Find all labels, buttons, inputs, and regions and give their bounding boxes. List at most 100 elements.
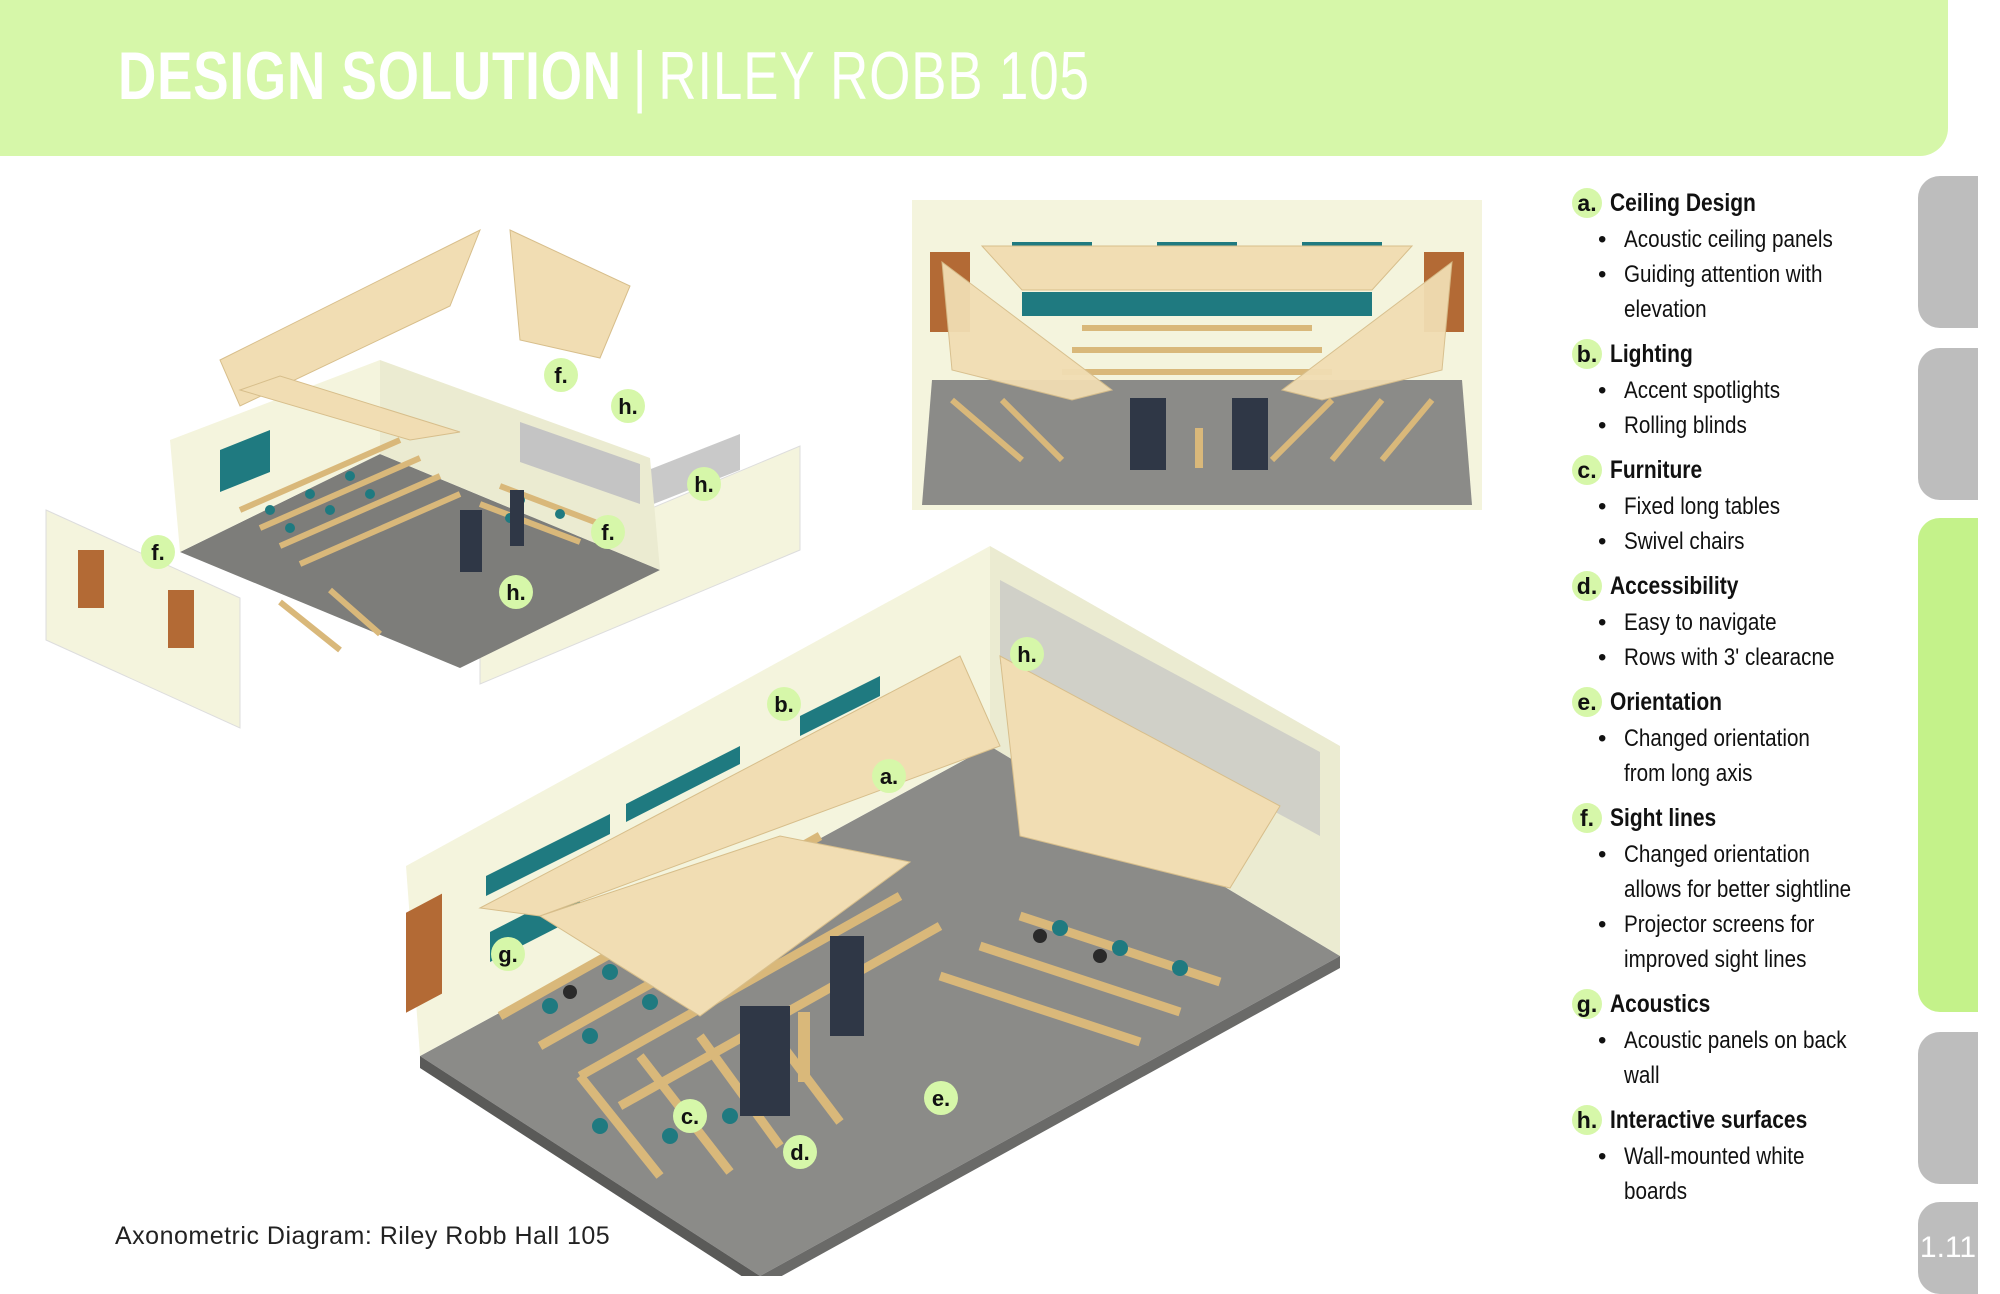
door	[406, 893, 442, 1013]
section-tab-active[interactable]	[1918, 518, 1978, 1012]
door	[78, 550, 104, 608]
legend-letter: b.	[1572, 339, 1602, 369]
legend-item: Rows with 3' clearacne	[1572, 640, 1912, 675]
legend-item: Easy to navigate	[1572, 605, 1912, 640]
legend-item: improved sight lines	[1624, 946, 1807, 973]
acoustic-panel	[220, 430, 270, 492]
projector-screen	[460, 510, 482, 572]
legend-item: Acoustic ceiling panels	[1572, 222, 1912, 257]
legend-title: Furniture	[1610, 455, 1703, 484]
section-tab-2[interactable]	[1918, 348, 1978, 500]
seating-rows	[950, 325, 1435, 463]
legend-letter: a.	[1572, 188, 1602, 218]
legend-title: Interactive surfaces	[1610, 1105, 1808, 1134]
legend-item: elevation	[1624, 296, 1707, 323]
page-number: 1.11	[1919, 1231, 1977, 1264]
diagram-label: d.	[790, 1140, 810, 1165]
legend-item: Rolling blinds	[1572, 408, 1912, 443]
projector-screen	[510, 490, 524, 546]
diagram-label: f.	[151, 540, 164, 565]
legend-item: Changed orientation	[1572, 721, 1912, 756]
legend-letter: g.	[1572, 989, 1602, 1019]
legend-item: wall	[1624, 1062, 1660, 1089]
page-number-tab: 1.11	[1918, 1202, 1978, 1294]
legend-item: Guiding attention with	[1572, 257, 1912, 292]
floor-edge	[420, 1056, 760, 1276]
legend-section-interactive-surfaces: h. Interactive surfaces Wall-mounted whit…	[1572, 1103, 1912, 1209]
legend-section-ceiling-design: a. Ceiling Design Acoustic ceiling panels…	[1572, 186, 1912, 327]
floor	[420, 746, 1340, 1276]
projector-screen	[1130, 398, 1166, 470]
legend-item: Swivel chairs	[1572, 524, 1912, 559]
diagram-label: g.	[498, 942, 518, 967]
header-band: DESIGN SOLUTION | RILEY ROBB 105	[0, 0, 1948, 156]
diagram-caption: Axonometric Diagram: Riley Robb Hall 105	[115, 1222, 611, 1250]
door	[168, 590, 194, 648]
legend-section-furniture: c. Furniture Fixed long tables Swivel cha…	[1572, 453, 1912, 559]
diagram-label: f.	[554, 363, 567, 388]
legend-section-acoustics: g. Acoustics Acoustic panels on back wall	[1572, 987, 1912, 1093]
legend-item: allows for better sightline	[1624, 876, 1852, 903]
exploded-labels: f. h. h. f. f. h.	[141, 358, 721, 609]
diagram-label: a.	[880, 764, 898, 789]
front-view-rendering	[912, 200, 1482, 510]
legend-section-orientation: e. Orientation Changed orientation from l…	[1572, 685, 1912, 791]
title-bold: DESIGN SOLUTION	[118, 38, 622, 114]
ceiling-panel	[999, 655, 1281, 889]
legend-item: Changed orientation	[1572, 837, 1912, 872]
ceiling-panel	[538, 835, 912, 1017]
diagram-label: b.	[774, 692, 794, 717]
diagram-label: c.	[681, 1104, 699, 1129]
title-light: RILEY ROBB 105	[658, 38, 1090, 114]
page-title: DESIGN SOLUTION | RILEY ROBB 105	[118, 36, 1090, 116]
main-axonometric-diagram: h. b. a. g. c. d. e.	[406, 546, 1340, 1276]
whiteboard	[1000, 580, 1320, 836]
podium	[798, 1012, 810, 1082]
podium	[1195, 428, 1203, 468]
projector-screen	[740, 1006, 790, 1116]
projector-screen	[1232, 398, 1268, 470]
title-separator: |	[632, 38, 648, 114]
legend-letter: c.	[1572, 455, 1602, 485]
legend-letter: f.	[1572, 803, 1602, 833]
exploded-axonometric-diagram: f. h. h. f. f. h.	[45, 228, 801, 729]
legend-title: Ceiling Design	[1610, 188, 1756, 217]
section-tab-4[interactable]	[1918, 1032, 1978, 1184]
legend-title: Sight lines	[1610, 803, 1717, 832]
legend-item: Wall-mounted white	[1572, 1139, 1912, 1174]
ceiling-panel	[478, 655, 1001, 917]
ceiling-panel	[980, 245, 1414, 291]
legend-item: Acoustic panels on back	[1572, 1023, 1912, 1058]
ceiling-panel	[238, 375, 461, 441]
legend-section-lighting: b. Lighting Accent spotlights Rolling bli…	[1572, 337, 1912, 443]
legend-item: Projector screens for	[1572, 907, 1912, 942]
floor-edge	[760, 956, 1340, 1276]
legend-title: Acoustics	[1610, 989, 1711, 1018]
legend-item: Accent spotlights	[1572, 373, 1912, 408]
legend-item: Fixed long tables	[1572, 489, 1912, 524]
legend-section-accessibility: d. Accessibility Easy to navigate Rows wi…	[1572, 569, 1912, 675]
legend-item: from long axis	[1624, 760, 1753, 787]
legend-letter: e.	[1572, 687, 1602, 717]
legend-title: Orientation	[1610, 687, 1723, 716]
whiteboard	[520, 422, 640, 504]
diagram-label: h.	[618, 394, 638, 419]
diagram-label: e.	[932, 1086, 950, 1111]
section-tab-1[interactable]	[1918, 176, 1978, 328]
diagram-label: h.	[1017, 642, 1037, 667]
diagram-label: h.	[694, 472, 714, 497]
diagram-label: f.	[601, 520, 614, 545]
diagram-label: h.	[506, 580, 526, 605]
legend-title: Accessibility	[1610, 571, 1739, 600]
projector-screen	[830, 936, 864, 1036]
legend-letter: h.	[1572, 1105, 1602, 1135]
design-legend: a. Ceiling Design Acoustic ceiling panels…	[1572, 186, 1912, 1219]
main-labels: h. b. a. g. c. d. e.	[491, 637, 1044, 1169]
ceiling-panel	[1280, 260, 1453, 401]
legend-title: Lighting	[1610, 339, 1693, 368]
legend-section-sight-lines: f. Sight lines Changed orientation allows…	[1572, 801, 1912, 977]
legend-letter: d.	[1572, 571, 1602, 601]
ceiling-panel	[941, 260, 1114, 401]
ceiling-panel	[219, 228, 481, 407]
ceiling-panel	[509, 229, 631, 359]
